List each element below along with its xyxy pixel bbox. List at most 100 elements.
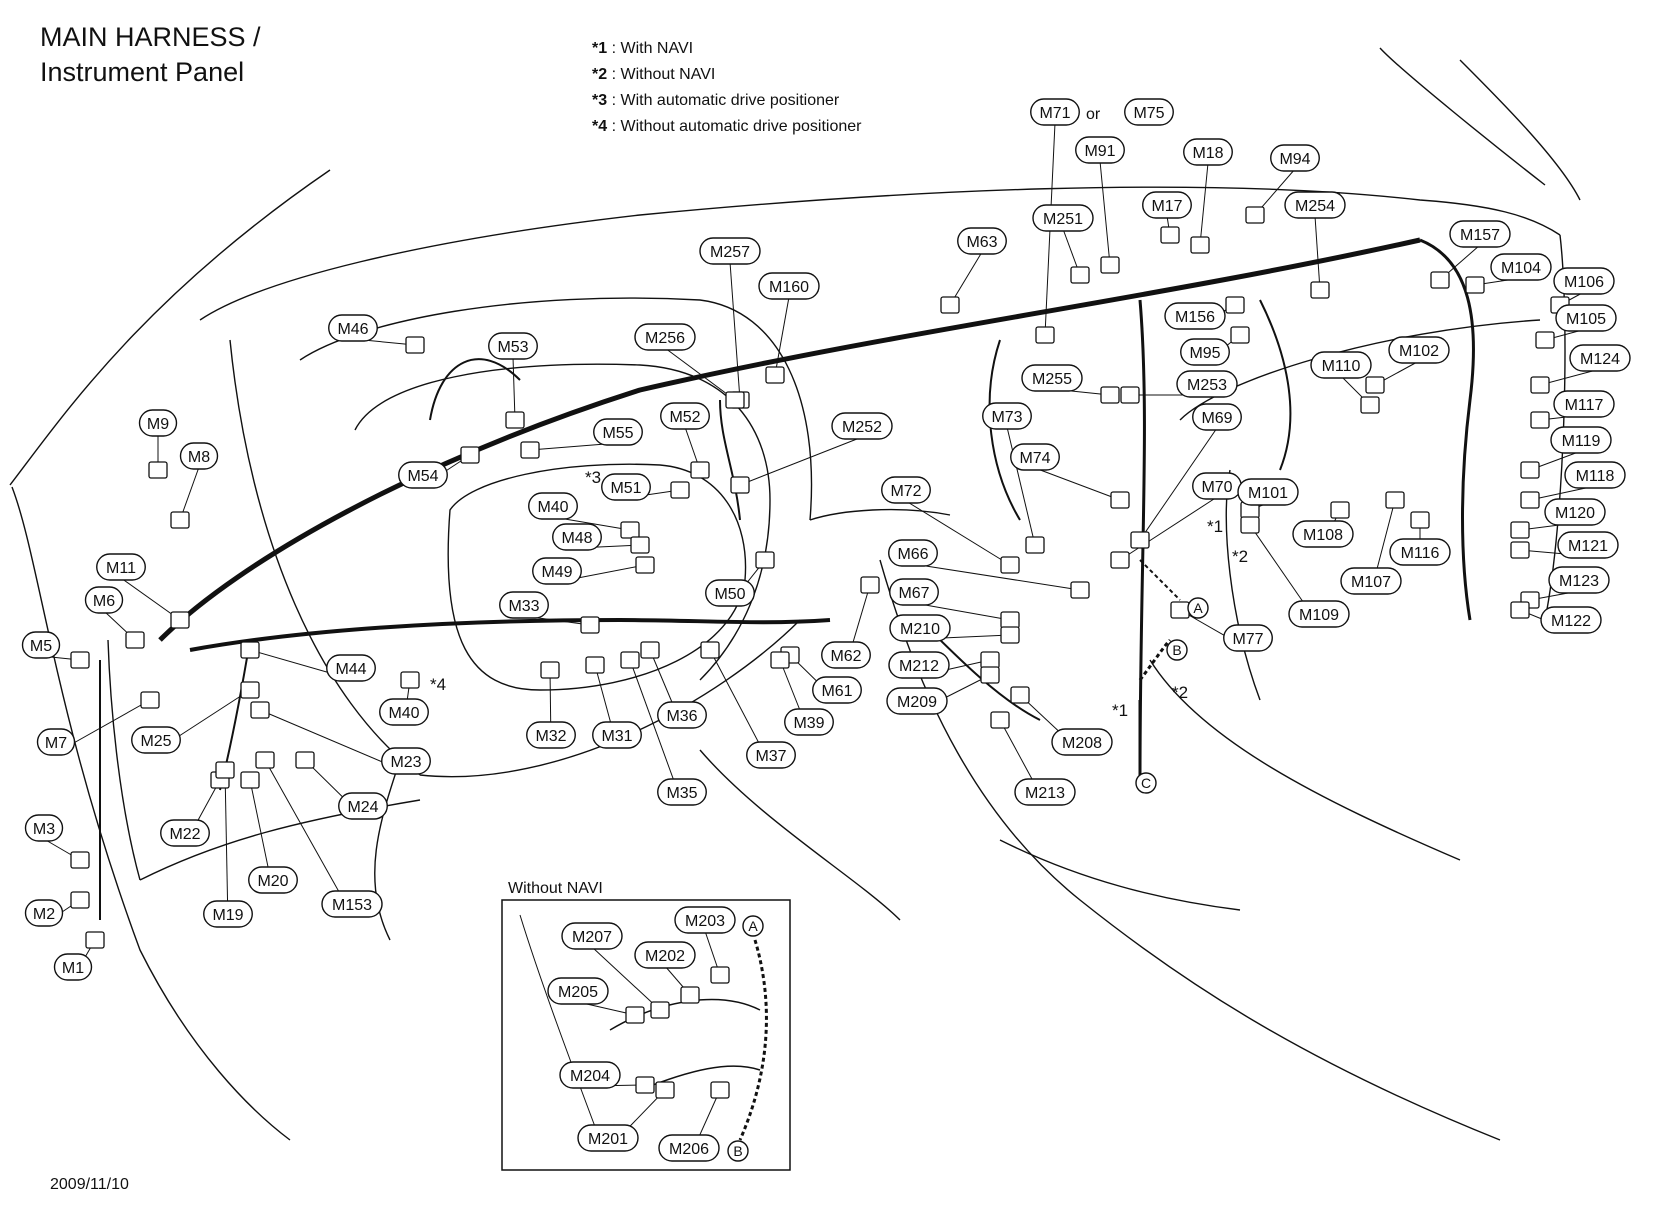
connector-name: M49 bbox=[541, 564, 572, 581]
label-bubble bbox=[160, 819, 210, 847]
connector-label: M69 bbox=[1192, 403, 1242, 431]
label-bubble bbox=[381, 747, 431, 775]
connector-label: M121 bbox=[1557, 531, 1619, 559]
connector-name: M253 bbox=[1187, 377, 1227, 394]
label-bubble bbox=[888, 651, 950, 679]
label-bubble bbox=[1014, 778, 1076, 806]
label-bubble bbox=[1288, 600, 1350, 628]
label-bubble bbox=[131, 726, 181, 754]
label-bubble bbox=[593, 418, 643, 446]
label-bubble bbox=[1292, 520, 1354, 548]
connector-label: M253 bbox=[1176, 370, 1238, 398]
connector-name: M66 bbox=[897, 546, 928, 563]
or-label: or bbox=[1086, 106, 1101, 123]
connector-name: M205 bbox=[558, 984, 598, 1001]
label-bubble bbox=[379, 698, 429, 726]
connector-label: M108 bbox=[1292, 520, 1354, 548]
connector-plug-icon bbox=[860, 576, 880, 594]
label-bubble bbox=[1075, 136, 1125, 164]
center-line bbox=[809, 508, 951, 521]
connector-label: M212 bbox=[888, 651, 950, 679]
windshield-frame bbox=[1459, 59, 1581, 201]
connector-plug-icon bbox=[755, 551, 775, 569]
connector-label: M44 bbox=[326, 654, 376, 682]
connector-name: M203 bbox=[685, 913, 725, 930]
connector-leader bbox=[913, 602, 1011, 621]
route-circle bbox=[742, 915, 764, 937]
label-bubble bbox=[1124, 98, 1174, 126]
connector-plug-icon bbox=[980, 651, 1000, 669]
connector-plug-icon bbox=[1310, 281, 1330, 299]
label-bubble bbox=[784, 708, 834, 736]
label-bubble bbox=[831, 412, 893, 440]
connector-label: M19 bbox=[203, 900, 253, 928]
connector-name: M207 bbox=[572, 929, 612, 946]
label-bubble bbox=[1010, 443, 1060, 471]
label-bubble bbox=[338, 792, 388, 820]
route-circle bbox=[1135, 772, 1157, 794]
diagram-subtitle: Instrument Panel bbox=[40, 57, 245, 87]
connector-plug-icon bbox=[1190, 236, 1210, 254]
connector-leader bbox=[739, 436, 863, 486]
connector-name: M69 bbox=[1201, 410, 1232, 427]
connector-label: M39 bbox=[784, 708, 834, 736]
label-bubble bbox=[888, 539, 938, 567]
label-bubble bbox=[1180, 338, 1230, 366]
route-marker: B bbox=[1166, 639, 1188, 661]
label-bubble bbox=[1032, 204, 1094, 232]
connector-plug-icon bbox=[1110, 551, 1130, 569]
connector-name: M22 bbox=[169, 826, 200, 843]
label-bubble bbox=[1555, 304, 1617, 332]
branch-b-dashed bbox=[1138, 638, 1172, 681]
connector-name: M257 bbox=[710, 244, 750, 261]
connector-name: M7 bbox=[45, 735, 67, 752]
connector-plug-icon bbox=[85, 931, 105, 949]
connector-name: M73 bbox=[991, 409, 1022, 426]
connector-name: M117 bbox=[1565, 397, 1604, 414]
connector-leader bbox=[729, 261, 741, 401]
connector-plug-icon bbox=[1510, 541, 1530, 559]
connector-name: M213 bbox=[1025, 785, 1065, 802]
connector-name: M55 bbox=[602, 425, 633, 442]
label-bubble bbox=[889, 614, 951, 642]
connector-name: M40 bbox=[388, 705, 419, 722]
label-bubble bbox=[1490, 253, 1552, 281]
connector-label: M109 bbox=[1288, 600, 1350, 628]
label-bubble bbox=[1540, 606, 1602, 634]
connector-plug-icon bbox=[770, 651, 790, 669]
connector-label: M9 bbox=[138, 409, 178, 437]
connector-label: M116 bbox=[1389, 538, 1451, 566]
label-bubble bbox=[36, 728, 76, 756]
connector-label: M17 bbox=[1142, 191, 1192, 219]
label-bubble bbox=[1223, 624, 1273, 652]
connector-name: M75 bbox=[1133, 105, 1164, 122]
connector-plug-icon bbox=[635, 556, 655, 574]
label-bubble bbox=[699, 237, 761, 265]
connector-name: M106 bbox=[1564, 274, 1604, 291]
branch-a-dashed bbox=[1139, 559, 1181, 601]
connector-leader bbox=[1119, 496, 1218, 561]
connector-label: M119 bbox=[1550, 426, 1612, 454]
connector-label: M124 bbox=[1569, 344, 1631, 372]
route-marker: A bbox=[1187, 597, 1209, 619]
inset-connector-label: M205 bbox=[547, 977, 609, 1005]
connector-label: M77 bbox=[1223, 624, 1273, 652]
connector-label: M156 bbox=[1164, 302, 1226, 330]
connector-name: M17 bbox=[1151, 198, 1182, 215]
connector-label: M61 bbox=[812, 676, 862, 704]
connector-name: M19 bbox=[212, 907, 243, 924]
connector-leader bbox=[179, 466, 200, 521]
connector-plug-icon bbox=[680, 986, 700, 1004]
connector-label: M157 bbox=[1449, 220, 1511, 248]
connector-plug-icon bbox=[1225, 296, 1245, 314]
label-bubble bbox=[705, 579, 755, 607]
label-bubble bbox=[1270, 144, 1320, 172]
label-bubble bbox=[592, 721, 642, 749]
connector-label: M35 bbox=[657, 778, 707, 806]
label-bubble bbox=[746, 741, 796, 769]
connector-label: M5 bbox=[21, 631, 61, 659]
console-side bbox=[879, 559, 1501, 1141]
connector-label: M70 bbox=[1192, 472, 1242, 500]
connector-plug-icon bbox=[540, 661, 560, 679]
connector-name: M44 bbox=[335, 661, 366, 678]
